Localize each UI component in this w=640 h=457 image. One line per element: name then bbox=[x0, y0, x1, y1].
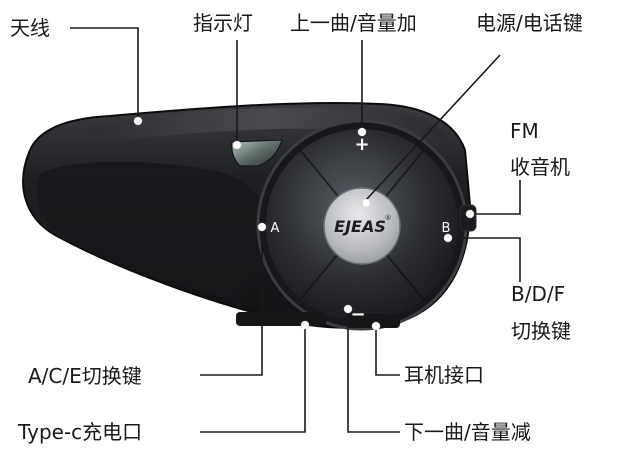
watermark: |· bbox=[478, 426, 486, 440]
device-top-ridge bbox=[88, 107, 448, 140]
brand-trademark: ® bbox=[385, 214, 392, 222]
button-b-glyph[interactable]: B bbox=[442, 221, 451, 236]
label-volume-down: 下一曲/音量减 bbox=[404, 420, 531, 444]
label-typec-port: Type-c充电口 bbox=[18, 420, 143, 444]
label-earphone-port: 耳机接口 bbox=[404, 363, 484, 387]
label-ace-switch: A/C/E切换键 bbox=[28, 364, 142, 388]
leader-lines bbox=[70, 27, 521, 433]
label-bdf-line2: 切换键 bbox=[511, 319, 571, 343]
typec-port-housing bbox=[236, 312, 326, 326]
label-antenna: 天线 bbox=[10, 16, 50, 40]
fm-radio-side-button[interactable] bbox=[459, 204, 477, 232]
button-plus-glyph[interactable]: + bbox=[354, 134, 369, 155]
label-fm-line1: FM bbox=[510, 119, 539, 143]
label-power-phone: 电源/电话键 bbox=[476, 11, 583, 35]
label-volume-up: 上一曲/音量加 bbox=[290, 11, 417, 35]
label-indicator: 指示灯 bbox=[193, 11, 253, 35]
indicator-led-window bbox=[231, 139, 283, 167]
power-phone-button[interactable] bbox=[323, 187, 401, 265]
button-minus-glyph[interactable]: − bbox=[350, 304, 365, 325]
callout-dots bbox=[133, 116, 475, 331]
button-a-glyph[interactable]: A bbox=[271, 221, 280, 236]
earphone-port-housing bbox=[346, 314, 400, 328]
device-side-panel bbox=[36, 161, 266, 300]
label-bdf-line1: B/D/F bbox=[511, 282, 566, 306]
brand-logo: EJEAS bbox=[334, 217, 386, 236]
label-fm-line2: 收音机 bbox=[510, 155, 570, 179]
